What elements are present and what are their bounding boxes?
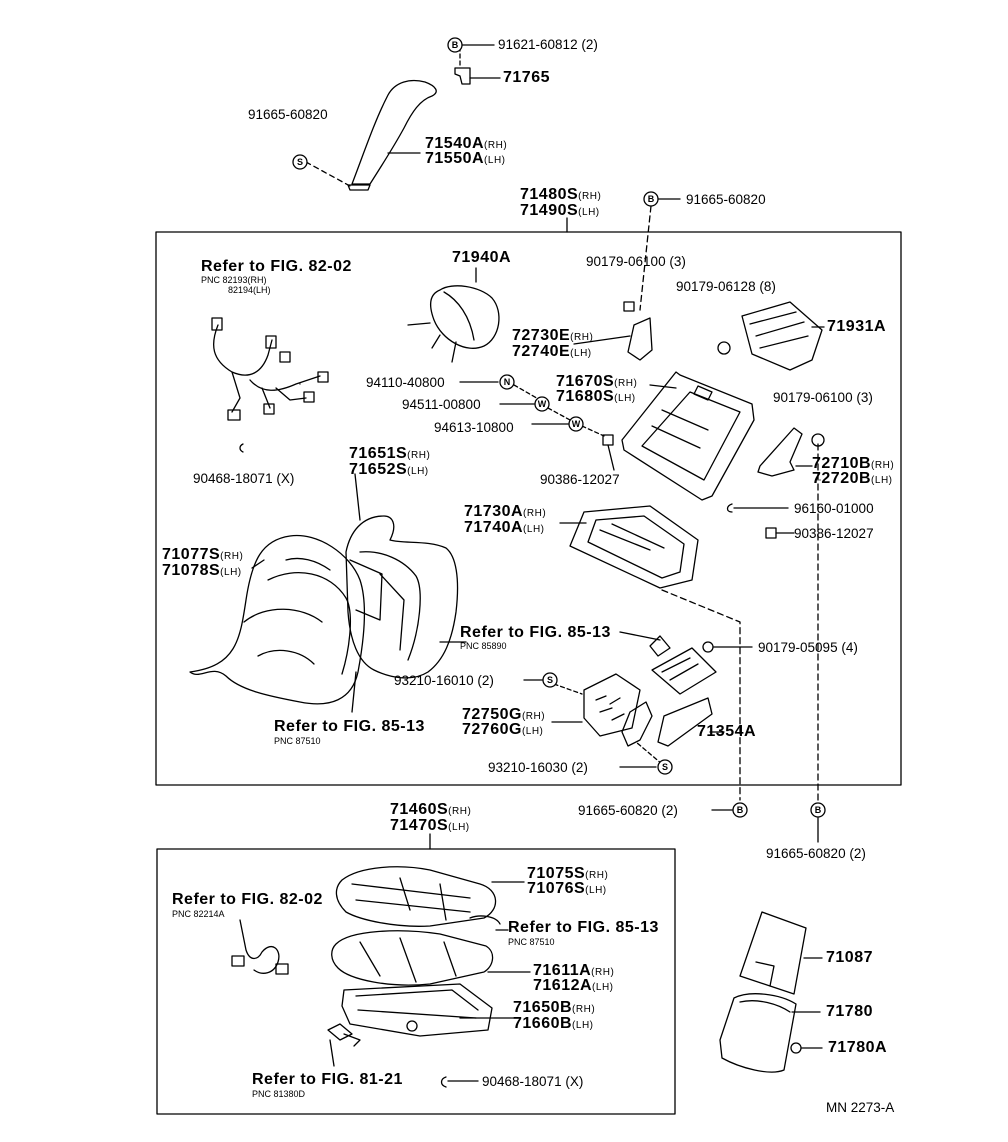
reference-label: Refer to FIG. 85-13 bbox=[508, 919, 659, 936]
group-label: 71470S(LH) bbox=[390, 817, 470, 834]
pnc-label: PNC 85890 bbox=[460, 641, 507, 651]
reference-label: Refer to FIG. 82-02 bbox=[201, 258, 352, 275]
diagram-code: MN 2273-A bbox=[826, 1100, 895, 1115]
part-label: 71670S(RH) bbox=[556, 373, 638, 390]
symbol-text: B bbox=[452, 40, 459, 50]
part-label: 91665-60820 (2) bbox=[578, 803, 678, 818]
part-label: 71652S(LH) bbox=[349, 461, 429, 478]
symbol-text: B bbox=[648, 194, 655, 204]
symbol-text: W bbox=[572, 419, 581, 429]
part-label: 71660B(LH) bbox=[513, 1015, 594, 1032]
group-label: 71460S(RH) bbox=[390, 801, 472, 818]
part-label: 90179-06100 (3) bbox=[773, 390, 873, 405]
part-label: 71651S(RH) bbox=[349, 445, 431, 462]
part-label: 72760G(LH) bbox=[462, 721, 544, 738]
clip-b-symbol bbox=[810, 802, 826, 818]
pnc-label: PNC 81380D bbox=[252, 1089, 306, 1099]
part-label: 71078S(LH) bbox=[162, 562, 242, 579]
nut-n-symbol bbox=[499, 374, 515, 390]
part-label: 71550A(LH) bbox=[425, 150, 506, 167]
group-label: 71480S(RH) bbox=[520, 186, 602, 203]
screw-s-symbol bbox=[657, 759, 673, 775]
pnc-label: PNC 87510 bbox=[508, 937, 555, 947]
part-label: 71740A(LH) bbox=[464, 519, 545, 536]
part-label: 72710B(RH) bbox=[812, 455, 895, 472]
part-label: 91665-60820 bbox=[686, 192, 766, 207]
part-label: 71650B(RH) bbox=[513, 999, 596, 1016]
pnc-label: PNC 87510 bbox=[274, 736, 321, 746]
part-label: 71087 bbox=[826, 949, 873, 966]
part-label: 96160-01000 bbox=[794, 501, 874, 516]
part-label: 90179-05095 (4) bbox=[758, 640, 858, 655]
reference-label: Refer to FIG. 85-13 bbox=[274, 718, 425, 735]
screw-s-symbol bbox=[542, 672, 558, 688]
part-label: 90386-12027 bbox=[794, 526, 874, 541]
symbol-text: W bbox=[538, 399, 547, 409]
part-label: 90179-06100 (3) bbox=[586, 254, 686, 269]
pnc-label: PNC 82193(RH) bbox=[201, 275, 267, 285]
part-label: 72750G(RH) bbox=[462, 706, 546, 723]
symbol-text: S bbox=[297, 157, 303, 167]
washer-w-symbol bbox=[568, 416, 584, 432]
reference-label: Refer to FIG. 81-21 bbox=[252, 1071, 403, 1088]
reference-label: Refer to FIG. 85-13 bbox=[460, 624, 611, 641]
part-label: 71780A bbox=[828, 1039, 888, 1056]
part-label: 91665-60820 bbox=[248, 107, 328, 122]
part-label: 71075S(RH) bbox=[527, 865, 609, 882]
part-label: 93210-16010 (2) bbox=[394, 673, 494, 688]
part-label: 71940A bbox=[452, 249, 512, 266]
part-label: 90468-18071 (X) bbox=[193, 471, 295, 486]
part-label: 71540A(RH) bbox=[425, 135, 508, 152]
part-label: 91665-60820 (2) bbox=[766, 846, 866, 861]
part-label: 71077S(RH) bbox=[162, 546, 244, 563]
part-label: 71780 bbox=[826, 1003, 873, 1020]
group-label: 71490S(LH) bbox=[520, 202, 600, 219]
seatback-group-box bbox=[155, 231, 902, 786]
part-label: 72720B(LH) bbox=[812, 470, 893, 487]
part-label: 71354A bbox=[697, 723, 757, 740]
part-label: 94511-00800 bbox=[402, 397, 481, 412]
part-label: 72730E(RH) bbox=[512, 327, 594, 344]
part-label: 90386-12027 bbox=[540, 472, 620, 487]
screw-s-symbol bbox=[292, 154, 308, 170]
symbol-text: B bbox=[737, 805, 744, 815]
washer-w-symbol bbox=[534, 396, 550, 412]
part-label: 94110-40800 bbox=[366, 375, 445, 390]
part-label: 90468-18071 (X) bbox=[482, 1074, 584, 1089]
cushion-group-box bbox=[156, 848, 676, 1115]
pnc-label: PNC 82214A bbox=[172, 909, 225, 919]
part-label: 93210-16030 (2) bbox=[488, 760, 588, 775]
symbol-text: B bbox=[815, 805, 822, 815]
part-label: 71611A(RH) bbox=[533, 962, 615, 979]
part-label: 71680S(LH) bbox=[556, 388, 636, 405]
symbol-text: N bbox=[504, 377, 511, 387]
pnc-label: 82194(LH) bbox=[228, 285, 271, 295]
clip-b-symbol bbox=[447, 37, 463, 53]
part-label: 90179-06128 (8) bbox=[676, 279, 776, 294]
part-label: 71076S(LH) bbox=[527, 880, 607, 897]
symbol-text: S bbox=[662, 762, 668, 772]
part-label: 71612A(LH) bbox=[533, 977, 614, 994]
part-label: 91621-60812 (2) bbox=[498, 37, 598, 52]
reference-label: Refer to FIG. 82-02 bbox=[172, 891, 323, 908]
clip-b-symbol bbox=[643, 191, 659, 207]
part-label: 71730A(RH) bbox=[464, 503, 547, 520]
part-label: 71931A bbox=[827, 318, 887, 335]
clip-b-symbol bbox=[732, 802, 748, 818]
part-label: 72740E(LH) bbox=[512, 343, 592, 360]
symbol-text: S bbox=[547, 675, 553, 685]
part-label: 94613-10800 bbox=[434, 420, 514, 435]
part-label: 71765 bbox=[503, 69, 550, 86]
